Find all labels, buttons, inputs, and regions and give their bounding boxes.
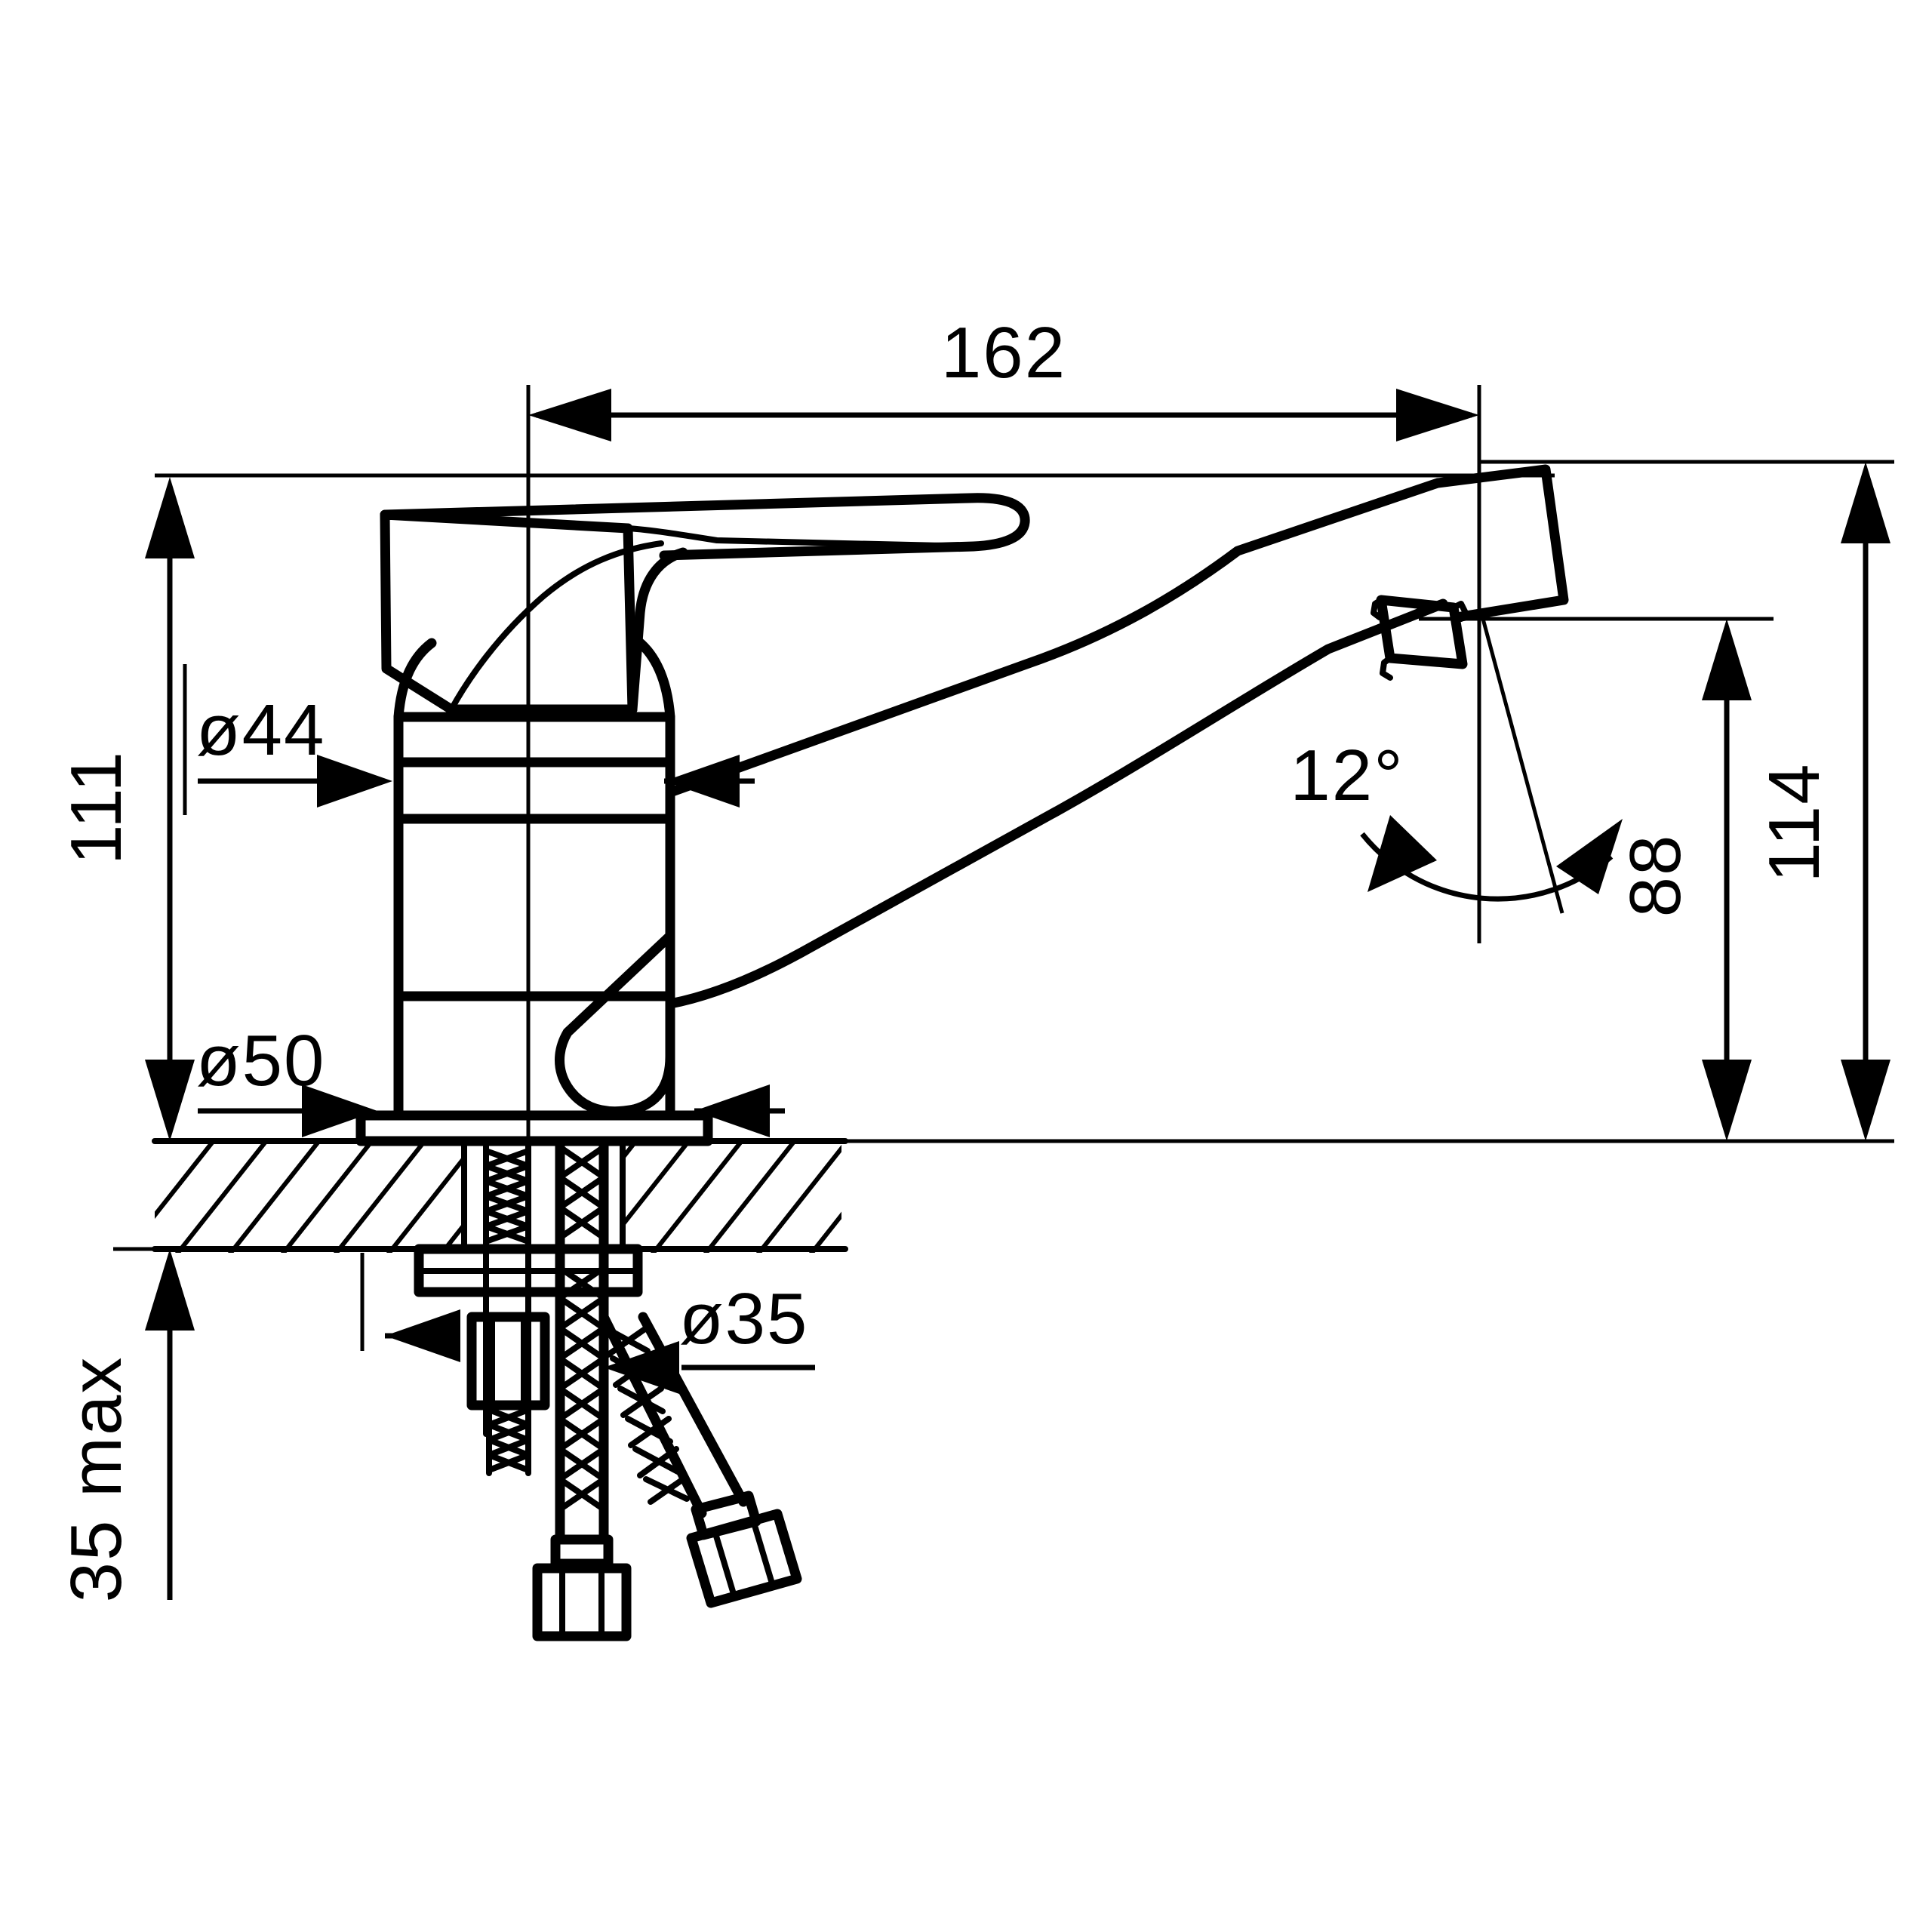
mounting-stud bbox=[414, 1138, 643, 1476]
dim-label-35-max: 35 max bbox=[56, 1356, 137, 1603]
dimension-114: 114 bbox=[1754, 462, 1890, 1141]
braid-left bbox=[557, 1144, 607, 1512]
dimension-35-max: 35 max bbox=[56, 1249, 195, 1602]
aerator bbox=[1371, 595, 1469, 681]
stud-threads-upper bbox=[483, 1148, 531, 1244]
braid-right bbox=[603, 1325, 690, 1505]
dim-label-12deg: 12° bbox=[1290, 735, 1404, 816]
faucet-body bbox=[355, 636, 713, 1146]
spout-arm bbox=[555, 464, 1569, 1117]
dim-label-d44: ø44 bbox=[196, 690, 325, 771]
stud-threads-lower bbox=[486, 1407, 531, 1473]
flexible-hoses bbox=[532, 1136, 802, 1641]
dimension-88: 88 bbox=[1615, 619, 1752, 1141]
dim-label-162: 162 bbox=[941, 312, 1066, 393]
dim-label-114: 114 bbox=[1754, 762, 1835, 882]
dim-label-d35: ø35 bbox=[679, 1278, 808, 1359]
hose-right bbox=[598, 1312, 802, 1608]
dimension-111: 111 bbox=[56, 477, 195, 1141]
dim-label-88: 88 bbox=[1615, 834, 1696, 918]
dimension-162: 162 bbox=[528, 312, 1479, 441]
dim-label-111: 111 bbox=[56, 750, 137, 865]
countertop-section bbox=[152, 1138, 848, 1253]
hose-left bbox=[532, 1136, 632, 1641]
dimension-angle-12: 12° bbox=[1290, 618, 1623, 914]
lever-handle bbox=[380, 493, 1030, 715]
